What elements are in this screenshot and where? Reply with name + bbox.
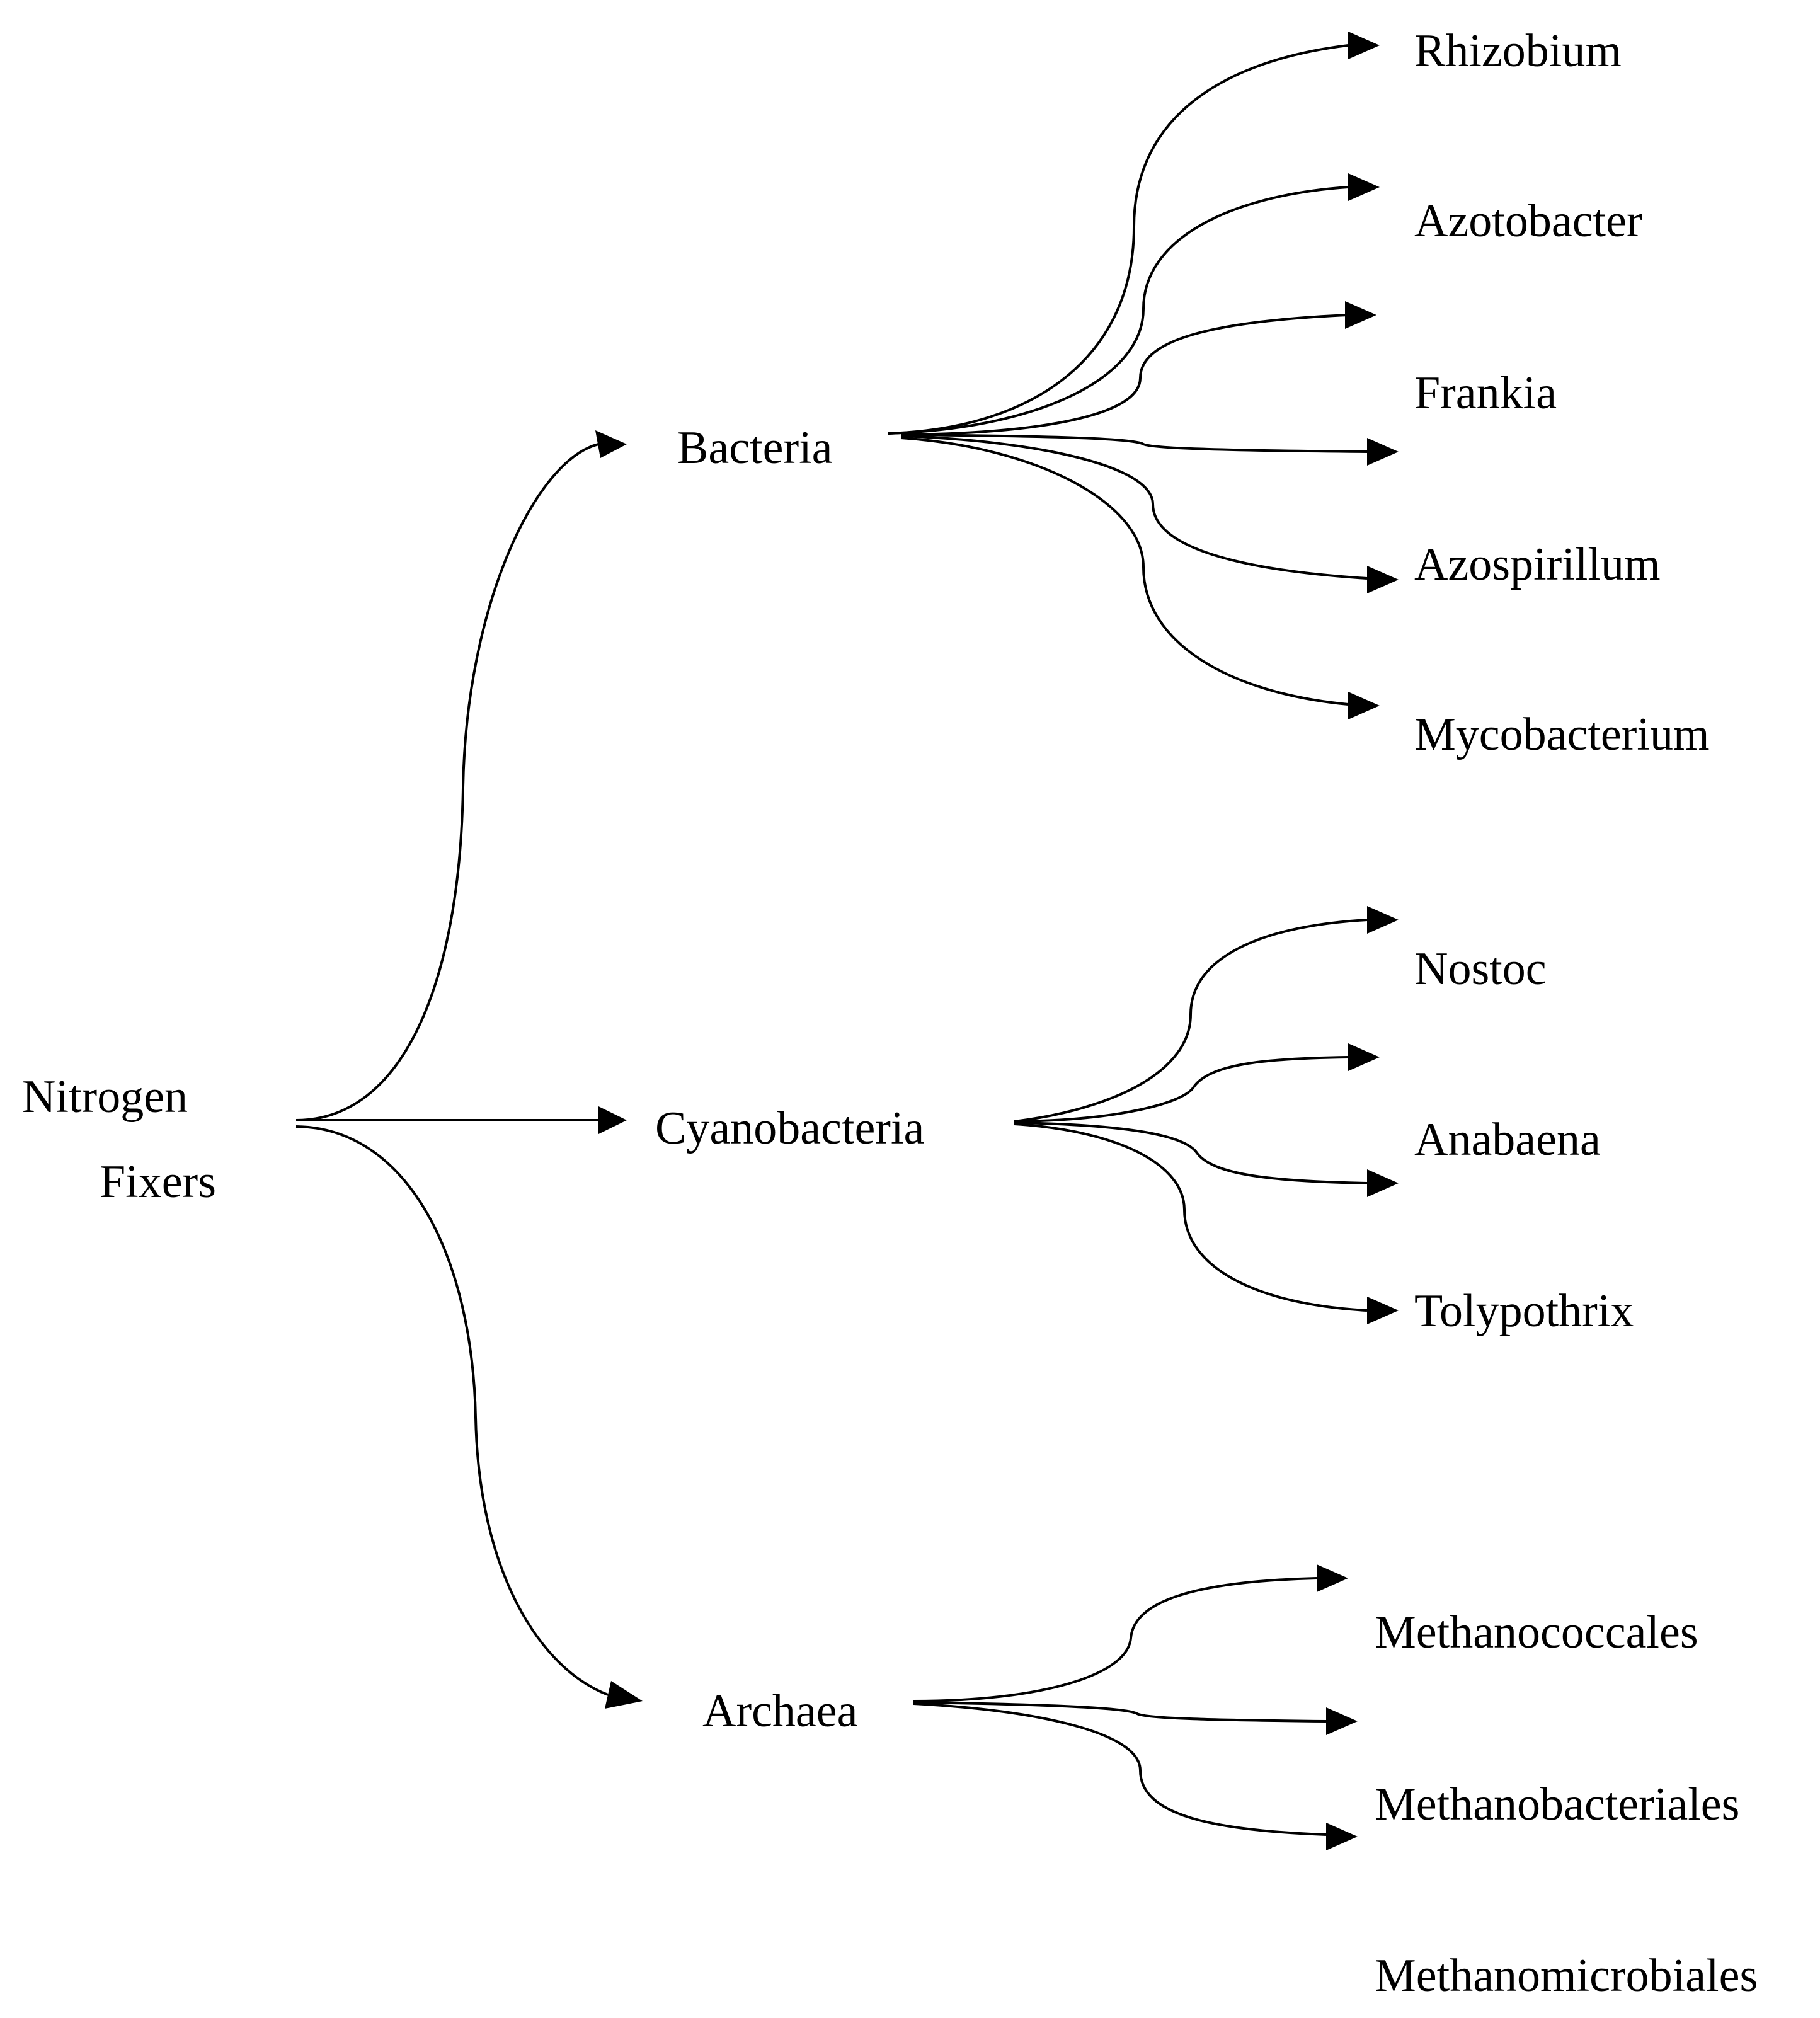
arrowhead-nostoc [1367,906,1399,934]
arrowhead-methanococcales [1317,1564,1348,1592]
edge-bacteria-mid [900,433,1368,453]
group-label-bacteria: Bacteria [677,422,833,474]
edge-archaea-methanococcales [913,1577,1317,1702]
edge-bacteria-rhizobium [888,44,1349,435]
edge-cyano-anabaena [1014,1121,1368,1184]
bacteria-member-labels: Rhizobium Azotobacter Frankia Azospirill… [1414,25,1710,760]
leaf-label: Azotobacter [1414,195,1642,247]
leaf-label: Rhizobium [1414,25,1622,77]
leaf-label: Methanomicrobiales [1375,1950,1758,2002]
group-labels: Bacteria Cyanobacteria Archaea [655,422,924,1737]
arrowhead-bacteria [595,430,627,458]
arrowhead-frankia [1345,301,1376,329]
arrowhead-tolypothrix [1367,1297,1399,1324]
group-label-archaea: Archaea [702,1685,857,1737]
bacteria-edges [888,32,1399,719]
edge-cyano-mid [1014,1056,1349,1123]
arrowhead-archaea [605,1681,643,1709]
leaf-label: Frankia [1414,367,1557,419]
edge-bacteria-azospirillum [900,435,1368,580]
leaf-label: Methanobacteriales [1375,1779,1739,1830]
edge-cyano-tolypothrix [1014,1123,1368,1312]
leaf-label: Anabaena [1414,1114,1601,1166]
archaea-edges [913,1564,1358,1850]
edge-bacteria-mycobacterium [900,437,1349,706]
leaf-label: Nostoc [1414,943,1547,995]
arrowhead-cyano-mid [1348,1043,1380,1071]
edge-root-to-bacteria [295,443,599,1121]
leaf-label: Tolypothrix [1414,1285,1634,1337]
edge-bacteria-frankia [900,314,1349,436]
cyanobacteria-member-labels: Nostoc Anabaena Tolypothrix [1414,943,1634,1337]
arrowhead-mycobacterium [1348,692,1380,719]
edge-archaea-methanobacteriales [913,1702,1327,1836]
arrowhead-anabaena [1367,1169,1399,1197]
arrowhead-rhizobium [1348,32,1380,59]
group-label-cyanobacteria: Cyanobacteria [655,1103,924,1154]
root-edges [295,430,643,1709]
cyanobacteria-edges [1014,906,1399,1324]
arrowhead-cyanobacteria [598,1106,627,1134]
edge-bacteria-azotobacter [888,186,1349,435]
arrowhead-methanobacteriales [1326,1823,1358,1850]
archaea-member-labels: Methanococcales Methanobacteriales Metha… [1375,1607,1758,2002]
edge-cyano-nostoc [1014,919,1368,1123]
edge-root-to-archaea [295,1125,609,1696]
leaf-label: Methanococcales [1375,1607,1698,1658]
arrowhead-archaea-mid [1326,1707,1358,1735]
arrowhead-bacteria-mid [1367,438,1399,466]
leaf-label: Mycobacterium [1414,709,1710,760]
arrowhead-azotobacter [1348,173,1380,201]
root-label-line1: Nitrogen [22,1071,188,1123]
root-node: Nitrogen Fixers [22,1071,216,1208]
root-label-line2: Fixers [100,1156,216,1208]
edge-archaea-mid [913,1701,1327,1723]
arrowhead-azospirillum [1367,566,1399,593]
leaf-label: Azospirillum [1414,539,1661,590]
